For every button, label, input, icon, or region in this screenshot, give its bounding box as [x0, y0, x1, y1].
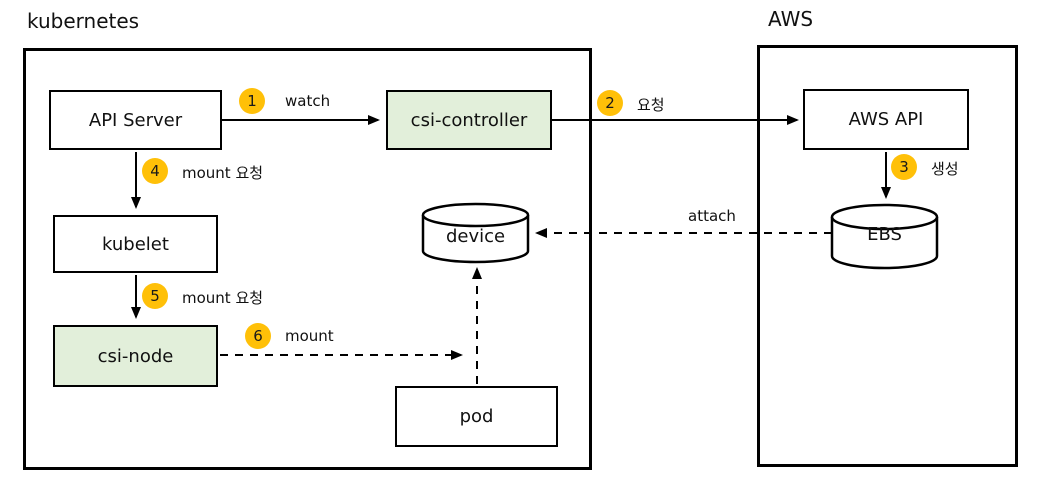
step-label-2: 요청: [637, 96, 665, 114]
device-cylinder: [421, 202, 530, 264]
node-kubelet: kubelet: [53, 215, 218, 273]
step-label-4: mount 요청: [182, 164, 264, 182]
node-csi-node: csi-node: [53, 325, 218, 387]
aws-label: AWS: [768, 7, 814, 31]
step-badge-5: 5: [142, 283, 168, 309]
step-badge-3: 3: [891, 154, 917, 180]
step-badge-6: 6: [245, 323, 271, 349]
node-pod: pod: [395, 386, 558, 447]
ebs-cylinder: [830, 203, 939, 270]
step-label-1: watch: [285, 92, 331, 110]
ebs-label: EBS: [867, 224, 902, 245]
node-csi-controller: csi-controller: [386, 90, 552, 150]
kubernetes-label: kubernetes: [27, 9, 140, 33]
node-aws-api: AWS API: [803, 89, 969, 150]
step-badge-4: 4: [142, 158, 168, 184]
device-label: device: [445, 226, 506, 247]
step-label-6: mount: [285, 327, 334, 345]
kubernetes-container-box: [23, 48, 592, 470]
step-badge-2: 2: [597, 90, 623, 116]
step-label-5: mount 요청: [182, 289, 264, 307]
step-badge-1: 1: [239, 88, 265, 114]
step-label-3: 생성: [931, 160, 959, 178]
attach-label: attach: [688, 207, 736, 225]
aws-container-box: [757, 45, 1018, 467]
node-api-server: API Server: [49, 90, 222, 150]
